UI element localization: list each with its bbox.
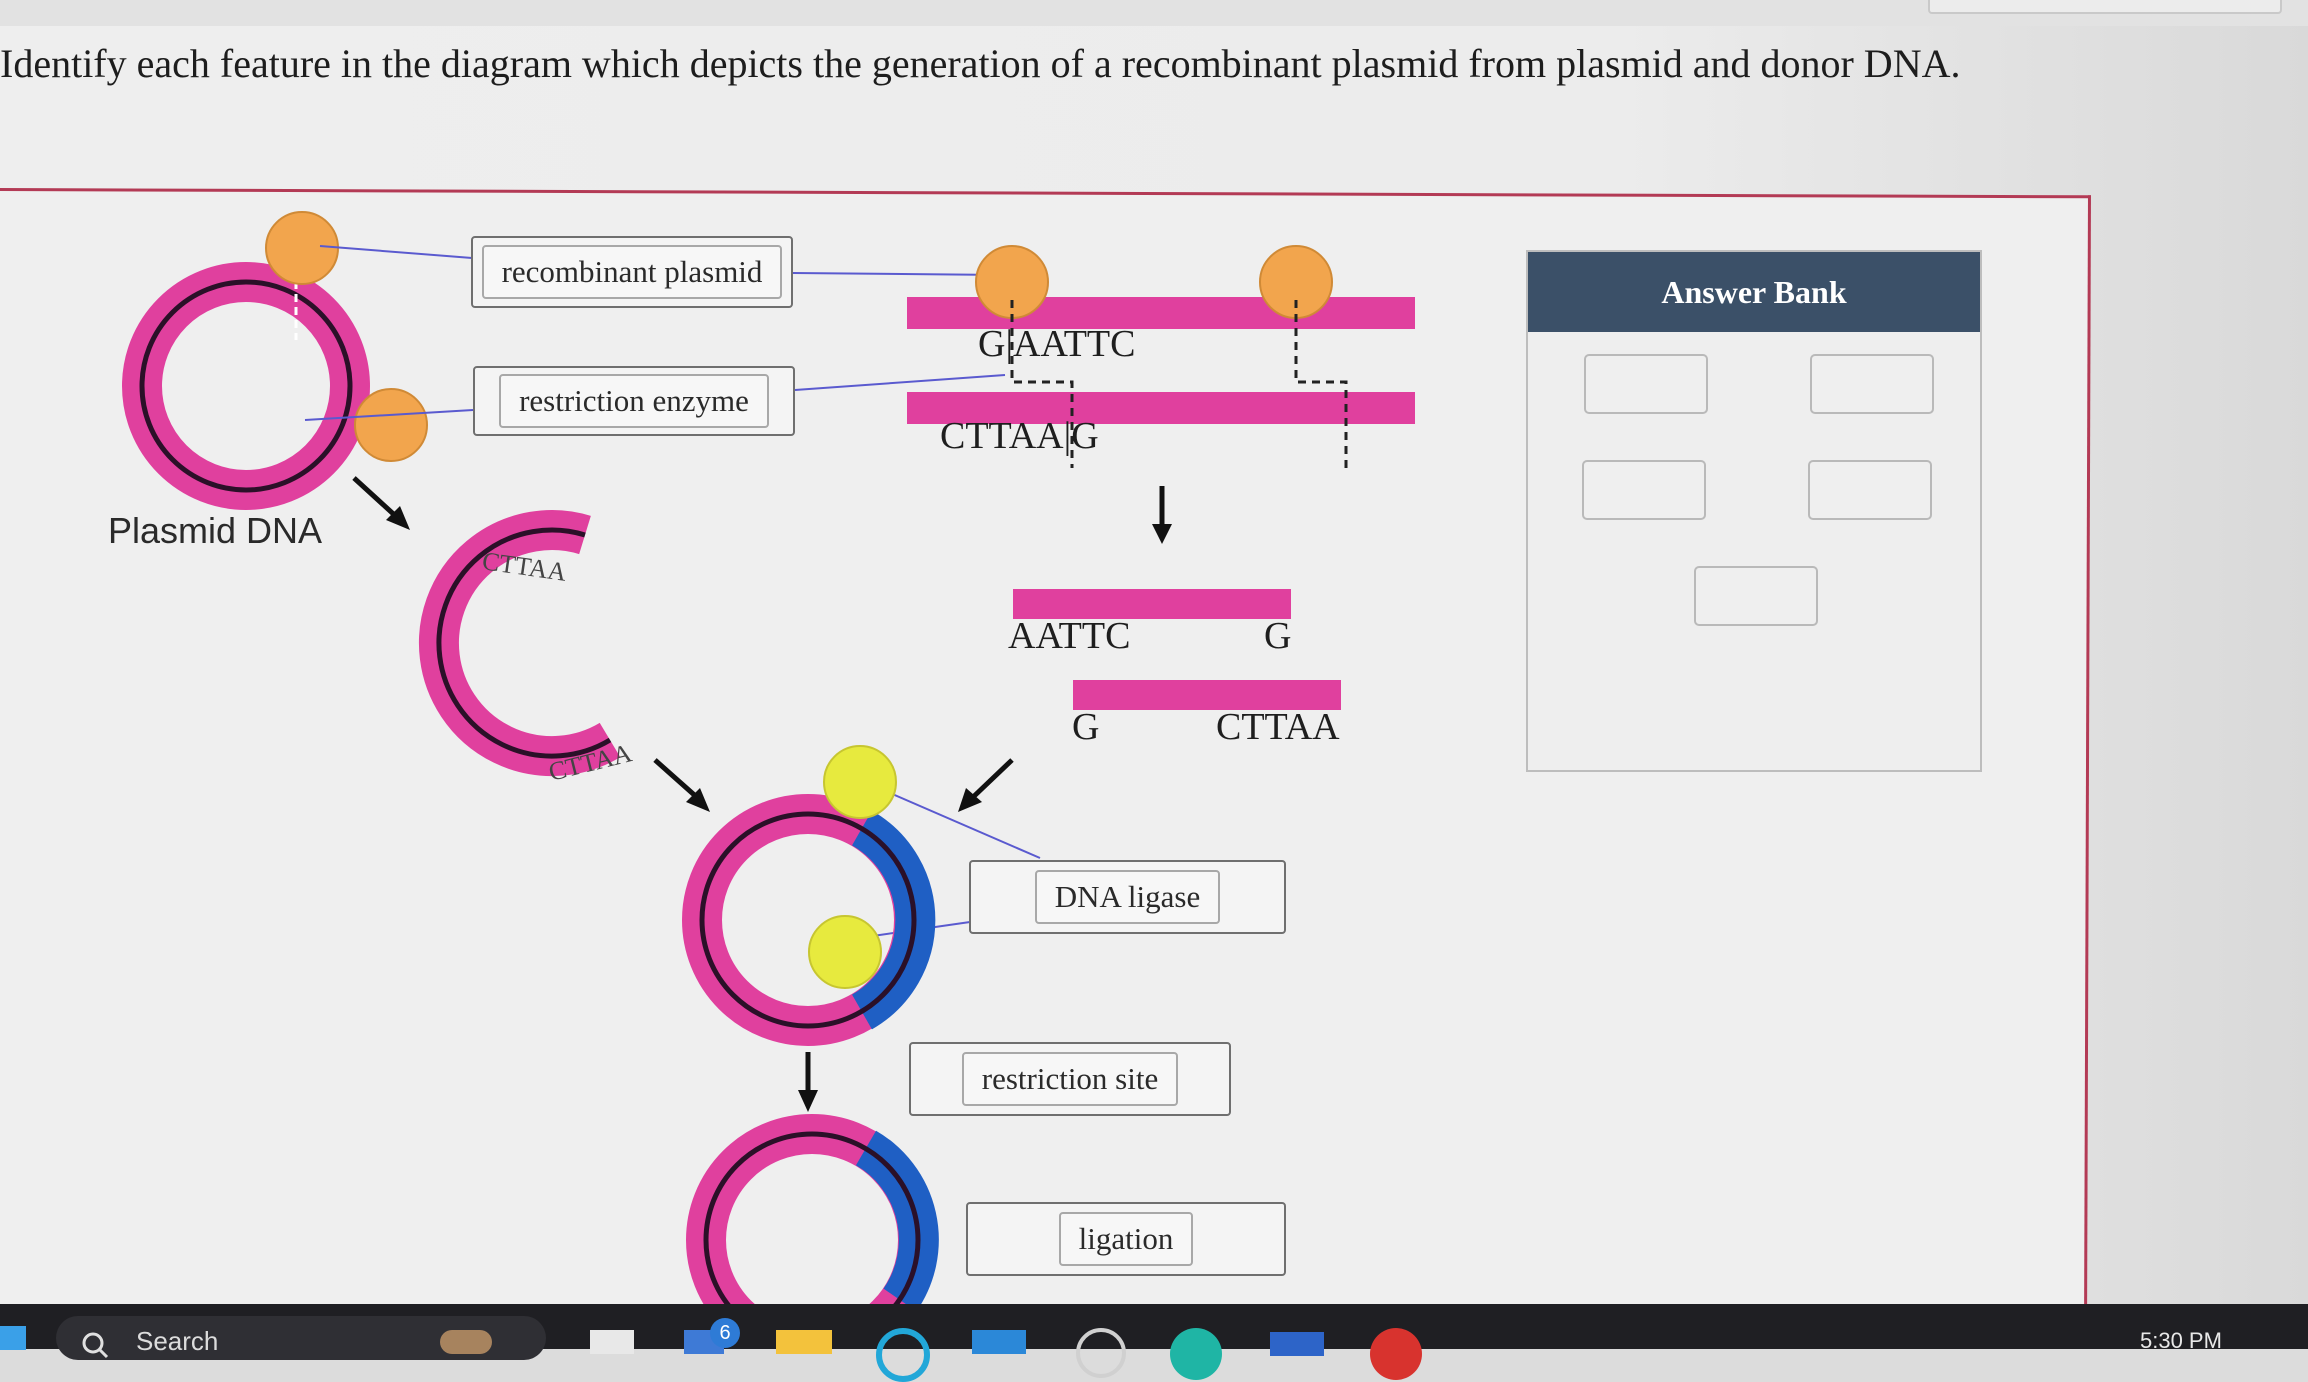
plasmid-ring (122, 262, 370, 510)
search-icon (82, 1332, 109, 1359)
answer-bank: Answer Bank (1526, 250, 1982, 772)
seq-cut-top-left: AATTC (1008, 615, 1131, 657)
leader-line-1 (319, 245, 473, 259)
question-text: Identify each feature in the diagram whi… (0, 41, 1961, 86)
taskbar-search-text: Search (136, 1326, 219, 1356)
blue-app-icon[interactable] (1270, 1332, 1324, 1356)
start-button[interactable] (0, 1326, 26, 1350)
label-dna-ligase-text: DNA ligase (1034, 870, 1221, 924)
ligase-ball-1 (823, 745, 897, 819)
arrow-recombinant-down (798, 1052, 818, 1112)
store-icon[interactable] (972, 1330, 1026, 1354)
recombinant-plasmid-diagram (122, 211, 1415, 1349)
circle-app-icon[interactable] (1076, 1328, 1126, 1378)
ligase-ball-2 (808, 915, 882, 989)
label-recombinant-plasmid[interactable]: recombinant plasmid (471, 236, 793, 308)
enzyme-ball-2 (354, 388, 428, 462)
label-dna-ligase[interactable]: DNA ligase (969, 860, 1286, 934)
fragment-bottom-strand (1073, 680, 1341, 710)
cut-line-right (1294, 300, 1348, 468)
arrow-fragment-to-recombinant (958, 758, 1014, 812)
seq-cut-bottom-left: G (1072, 706, 1100, 748)
widget-dog-icon[interactable] (440, 1330, 492, 1354)
enzyme-ball-1 (265, 211, 339, 285)
seq-cut-top-right: G (1264, 615, 1292, 657)
red-app-icon[interactable] (1370, 1328, 1422, 1380)
cut-line-left (1010, 300, 1074, 468)
open-plasmid (418, 510, 621, 777)
arrow-donor-down (1152, 486, 1172, 544)
notification-badge: 6 (710, 1318, 740, 1348)
label-ligation-text: ligation (1058, 1212, 1194, 1266)
answer-slot-2[interactable] (1810, 354, 1934, 414)
arrow-plasmid-to-open (352, 476, 410, 530)
answer-slot-5[interactable] (1694, 566, 1818, 626)
teal-app-icon[interactable] (1170, 1328, 1222, 1380)
donor-bottom-strand (907, 392, 1415, 424)
label-restriction-enzyme[interactable]: restriction enzyme (473, 366, 795, 436)
label-ligation[interactable]: ligation (966, 1202, 1286, 1276)
seq-cut-bottom-right: CTTAA (1216, 706, 1340, 748)
edge-icon[interactable] (876, 1328, 930, 1382)
seq-top-strand: G|AATTC (978, 323, 1136, 365)
taskbar-clock: 5:30 PM (2140, 1328, 2222, 1353)
file-icon[interactable] (590, 1330, 634, 1354)
label-restriction-site-text: restriction site (961, 1052, 1179, 1106)
leader-line-3 (792, 272, 1006, 276)
answer-slot-4[interactable] (1808, 460, 1932, 520)
folder-icon[interactable] (776, 1330, 832, 1354)
plasmid-dna-label: Plasmid DNA (108, 510, 323, 551)
seq-bottom-strand: CTTAA|G (940, 415, 1099, 457)
answer-slot-3[interactable] (1582, 460, 1706, 520)
arrow-open-to-recombinant (653, 758, 710, 812)
answer-bank-title: Answer Bank (1528, 252, 1980, 332)
label-restriction-enzyme-text: restriction enzyme (499, 374, 769, 428)
top-right-control[interactable] (1928, 0, 2282, 14)
leader-line-4 (794, 374, 1006, 391)
answer-slot-1[interactable] (1584, 354, 1708, 414)
leader-line-2 (304, 409, 474, 421)
recombinant-ring (682, 794, 936, 1046)
label-recombinant-plasmid-text: recombinant plasmid (481, 245, 783, 299)
label-restriction-site[interactable]: restriction site (909, 1042, 1231, 1116)
browser-top-strip (0, 0, 2308, 26)
fragment-top-strand (1013, 589, 1291, 619)
